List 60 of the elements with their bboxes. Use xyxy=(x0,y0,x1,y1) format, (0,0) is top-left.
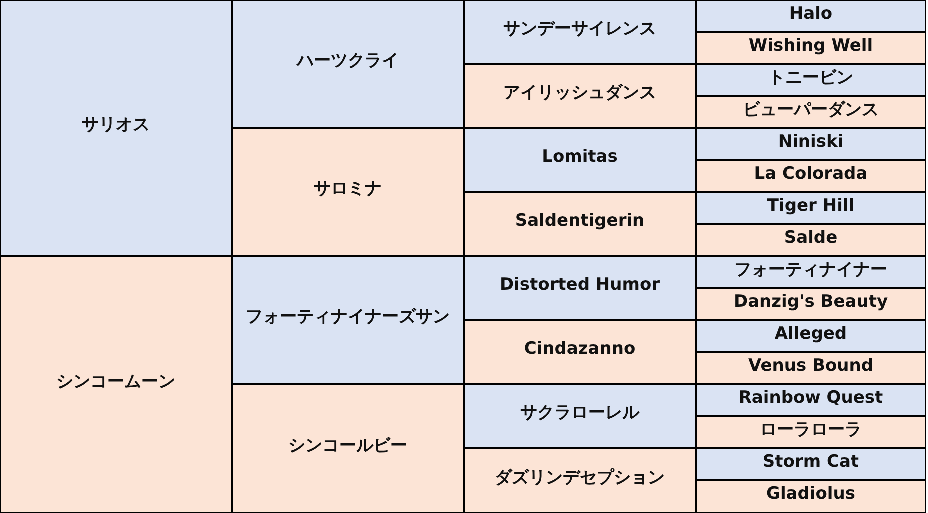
pedigree-entry xyxy=(696,192,926,224)
horse-name: サリオス xyxy=(82,116,150,136)
horse-name: Saldentigerin xyxy=(515,212,645,232)
horse-name: アイリッシュダンス xyxy=(504,84,656,104)
horse-name: サンデーサイレンス xyxy=(504,20,656,40)
pedigree-entry xyxy=(464,448,696,513)
pedigree-entry xyxy=(696,320,926,352)
horse-name: ローラローラ xyxy=(760,420,862,440)
pedigree-entry xyxy=(696,224,926,256)
horse-name: Rainbow Quest xyxy=(738,388,884,408)
pedigree-entry xyxy=(696,352,926,384)
pedigree-entry xyxy=(232,128,464,256)
horse-name: シンコールビー xyxy=(288,436,408,456)
horse-name: Salde xyxy=(784,228,838,248)
pedigree-entry xyxy=(696,480,926,513)
horse-name: ビューパーダンス xyxy=(743,100,879,120)
pedigree-entry xyxy=(464,64,696,128)
pedigree-entry xyxy=(232,256,464,384)
horse-name: Wishing Well xyxy=(748,36,874,56)
pedigree-entry xyxy=(464,0,696,64)
pedigree-entry xyxy=(696,32,926,64)
pedigree-entry xyxy=(464,192,696,256)
pedigree-entry xyxy=(0,0,232,256)
pedigree-entry xyxy=(696,288,926,320)
horse-name: ダズリンデセプション xyxy=(495,468,665,488)
horse-name: Alleged xyxy=(774,324,848,344)
horse-name: Storm Cat xyxy=(762,452,860,472)
horse-name: Venus Bound xyxy=(748,356,874,376)
horse-name: フォーティナイナー xyxy=(734,260,888,280)
horse-name: Danzig's Beauty xyxy=(734,292,888,312)
pedigree-entry xyxy=(696,96,926,128)
horse-name: Tiger Hill xyxy=(767,196,855,216)
pedigree-entry xyxy=(696,0,926,32)
horse-name: Niniski xyxy=(778,132,844,152)
pedigree-entry xyxy=(464,384,696,448)
horse-name: シンコームーン xyxy=(56,372,176,392)
pedigree-entry xyxy=(696,256,926,288)
pedigree-entry xyxy=(232,0,464,128)
pedigree-entry xyxy=(232,384,464,513)
horse-name: La Colorada xyxy=(754,164,868,184)
horse-name: Lomitas xyxy=(542,148,618,168)
pedigree-entry xyxy=(0,256,232,513)
pedigree-entry xyxy=(696,128,926,160)
pedigree-entry xyxy=(696,384,926,416)
pedigree-entry xyxy=(464,256,696,320)
horse-name: Halo xyxy=(789,4,833,24)
horse-name: フォーティナイナーズサン xyxy=(246,308,450,328)
horse-name: Gladiolus xyxy=(766,485,856,505)
pedigree-entry xyxy=(464,128,696,192)
pedigree-entry xyxy=(464,320,696,384)
pedigree-entry xyxy=(696,448,926,480)
horse-name: ハーツクライ xyxy=(297,52,399,72)
horse-name: サロミナ xyxy=(314,180,382,200)
pedigree-entry xyxy=(696,160,926,192)
horse-name: トニービン xyxy=(768,68,854,88)
pedigree-entry xyxy=(696,416,926,448)
horse-name: Distorted Humor xyxy=(500,276,660,296)
pedigree-entry xyxy=(696,64,926,96)
horse-name: Cindazanno xyxy=(524,340,636,360)
horse-name: サクラローレル xyxy=(520,404,640,424)
